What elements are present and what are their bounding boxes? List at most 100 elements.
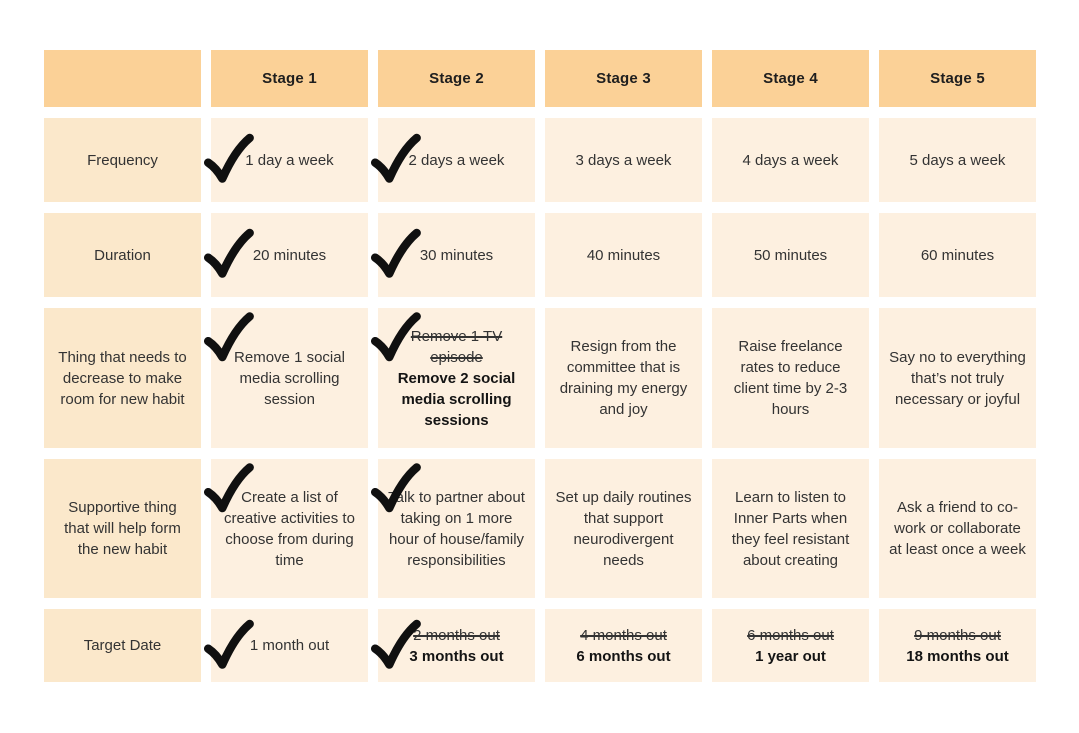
stage-cell: 5 days a week: [879, 118, 1036, 202]
cell-text-block: 9 months out 18 months out: [889, 625, 1026, 667]
cell-text-block: 2 days a week: [388, 150, 525, 171]
cell-text-block: 60 minutes: [889, 245, 1026, 266]
cell-text-block: 1 day a week: [221, 150, 358, 171]
stage-header-label: Stage 1: [262, 70, 317, 87]
stage-cell: 4 months out 6 months out: [545, 609, 702, 682]
cell-text: Talk to partner about taking on 1 more h…: [388, 488, 525, 569]
cell-text: Learn to listen to Inner Parts when they…: [731, 488, 850, 569]
stage-cell: Remove 1 social media scrolling session: [203, 308, 368, 448]
stage-cell: 50 minutes: [712, 213, 869, 297]
stage-cell: Ask a friend to co-work or collaborate a…: [879, 459, 1036, 598]
cell-text-block: 6 months out 1 year out: [722, 625, 859, 667]
row-label-text: Thing that needs to decrease to make roo…: [58, 348, 187, 408]
cell-text-block: 50 minutes: [722, 245, 859, 266]
stage-header: Stage 3: [545, 50, 702, 107]
cell-text: 50 minutes: [753, 246, 828, 264]
cell-text-block: 1 month out: [221, 635, 358, 656]
cell-text-block: 4 months out 6 months out: [555, 625, 692, 667]
stage-header: Stage 5: [879, 50, 1036, 107]
cell-text: 18 months out: [906, 647, 1009, 665]
stage-cell: 2 months out 3 months out: [370, 609, 535, 682]
stage-cell: 6 months out 1 year out: [712, 609, 869, 682]
row-label: Duration: [44, 213, 201, 297]
stage-header-label: Stage 4: [763, 70, 818, 87]
cell-text-block: 4 days a week: [722, 150, 859, 171]
stage-cell: 30 minutes: [370, 213, 535, 297]
cell-text-block: 5 days a week: [889, 150, 1026, 171]
stage-cell: Learn to listen to Inner Parts when they…: [712, 459, 869, 598]
stage-header-label: Stage 2: [429, 70, 484, 87]
cell-text-block: Remove 1 social media scrolling session: [221, 347, 358, 410]
cell-text-block: Resign from the committee that is draini…: [555, 336, 692, 420]
stage-header-label: Stage 3: [596, 70, 651, 87]
cell-text: 40 minutes: [586, 246, 661, 264]
stage-cell: Say no to everything that’s not truly ne…: [879, 308, 1036, 448]
stage-cell: 1 month out: [203, 609, 368, 682]
stage-cell: 20 minutes: [203, 213, 368, 297]
cell-text: 6 months out: [576, 647, 671, 665]
cell-text: Remove 2 social media scrolling sessions: [397, 369, 516, 429]
cell-text-block: Say no to everything that’s not truly ne…: [889, 347, 1026, 410]
cell-text: 1 month out: [249, 637, 330, 654]
cell-text: Remove 1 social media scrolling session: [234, 348, 345, 408]
cell-text: 1 day a week: [245, 151, 334, 169]
stage-cell: Resign from the committee that is draini…: [545, 308, 702, 448]
cell-text: 2 days a week: [408, 151, 505, 169]
stage-cell: 9 months out 18 months out: [879, 609, 1036, 682]
stage-cell: 40 minutes: [545, 213, 702, 297]
crossed-out-text: 6 months out: [747, 626, 834, 644]
cell-text-block: 20 minutes: [221, 245, 358, 266]
crossed-out-text: Remove 1 TV episode: [410, 327, 503, 366]
cell-text: 30 minutes: [419, 246, 494, 264]
stage-header: Stage 1: [211, 50, 368, 107]
cell-text: Set up daily routines that support neuro…: [555, 488, 692, 569]
stage-header: Stage 2: [378, 50, 535, 107]
cell-text: 4 days a week: [742, 151, 839, 169]
cell-text: Resign from the committee that is draini…: [559, 338, 688, 418]
cell-text: Ask a friend to co-work or collaborate a…: [889, 499, 1026, 558]
row-label: Frequency: [44, 118, 201, 202]
stage-cell: 60 minutes: [879, 213, 1036, 297]
row-label-text: Frequency: [87, 151, 158, 169]
crossed-out-text: 2 months out: [413, 626, 500, 644]
cell-text: 20 minutes: [252, 246, 327, 264]
cell-text-block: Create a list of creative activities to …: [221, 487, 358, 571]
cell-text-block: 30 minutes: [388, 245, 525, 266]
cell-text: 1 year out: [755, 647, 826, 665]
cell-text: 5 days a week: [909, 151, 1006, 169]
row-label: Thing that needs to decrease to make roo…: [44, 308, 201, 448]
cell-text: Say no to everything that’s not truly ne…: [889, 348, 1026, 408]
crossed-out-text: 9 months out: [914, 626, 1001, 644]
stage-cell: 2 days a week: [370, 118, 535, 202]
cell-text-block: Talk to partner about taking on 1 more h…: [388, 487, 525, 571]
row-label: Supportive thing that will help form the…: [44, 459, 201, 598]
cell-text-block: 40 minutes: [555, 245, 692, 266]
cell-text: Create a list of creative activities to …: [224, 488, 355, 569]
crossed-out-text: 4 months out: [580, 626, 667, 644]
row-label-text: Supportive thing that will help form the…: [64, 499, 181, 558]
cell-text: 3 months out: [409, 647, 504, 665]
cell-text-block: 3 days a week: [555, 150, 692, 171]
stage-header: Stage 4: [712, 50, 869, 107]
cell-text-block: Raise freelance rates to reduce client t…: [722, 336, 859, 420]
stage-cell: 3 days a week: [545, 118, 702, 202]
row-label-text: Duration: [94, 246, 151, 264]
corner-cell: [44, 50, 201, 107]
stage-cell: Create a list of creative activities to …: [203, 459, 368, 598]
row-label: Target Date: [44, 609, 201, 682]
cell-text-block: Ask a friend to co-work or collaborate a…: [889, 497, 1026, 560]
stage-cell: Talk to partner about taking on 1 more h…: [370, 459, 535, 598]
stage-cell: Set up daily routines that support neuro…: [545, 459, 702, 598]
cell-text-block: Set up daily routines that support neuro…: [555, 487, 692, 571]
cell-text-block: 2 months out 3 months out: [388, 625, 525, 667]
row-label-text: Target Date: [83, 637, 162, 654]
stage-cell: 4 days a week: [712, 118, 869, 202]
stage-cell: Raise freelance rates to reduce client t…: [712, 308, 869, 448]
cell-text: 60 minutes: [920, 246, 995, 264]
cell-text: Raise freelance rates to reduce client t…: [733, 338, 848, 418]
stage-header-label: Stage 5: [930, 70, 985, 87]
stage-cell: 1 day a week: [203, 118, 368, 202]
